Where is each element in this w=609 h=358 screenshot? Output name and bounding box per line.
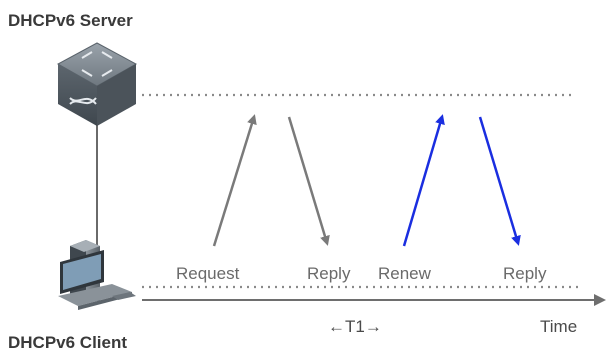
reply-label-1: Reply [307, 264, 351, 283]
server-title: DHCPv6 Server [8, 11, 133, 30]
reply-label-2: Reply [503, 264, 547, 283]
request-label: Request [176, 264, 240, 283]
t1-interval-label: ←T1→ [328, 317, 382, 336]
switch-icon [56, 42, 138, 126]
reply-arrow-1 [287, 116, 330, 246]
reply-arrow-2 [478, 116, 521, 246]
renew-label: Renew [378, 264, 431, 283]
client-title: DHCPv6 Client [8, 333, 128, 352]
request-arrow [212, 114, 257, 247]
renew-arrow [402, 114, 445, 247]
desktop-pc-icon [58, 240, 136, 310]
time-axis-label: Time [540, 317, 578, 336]
